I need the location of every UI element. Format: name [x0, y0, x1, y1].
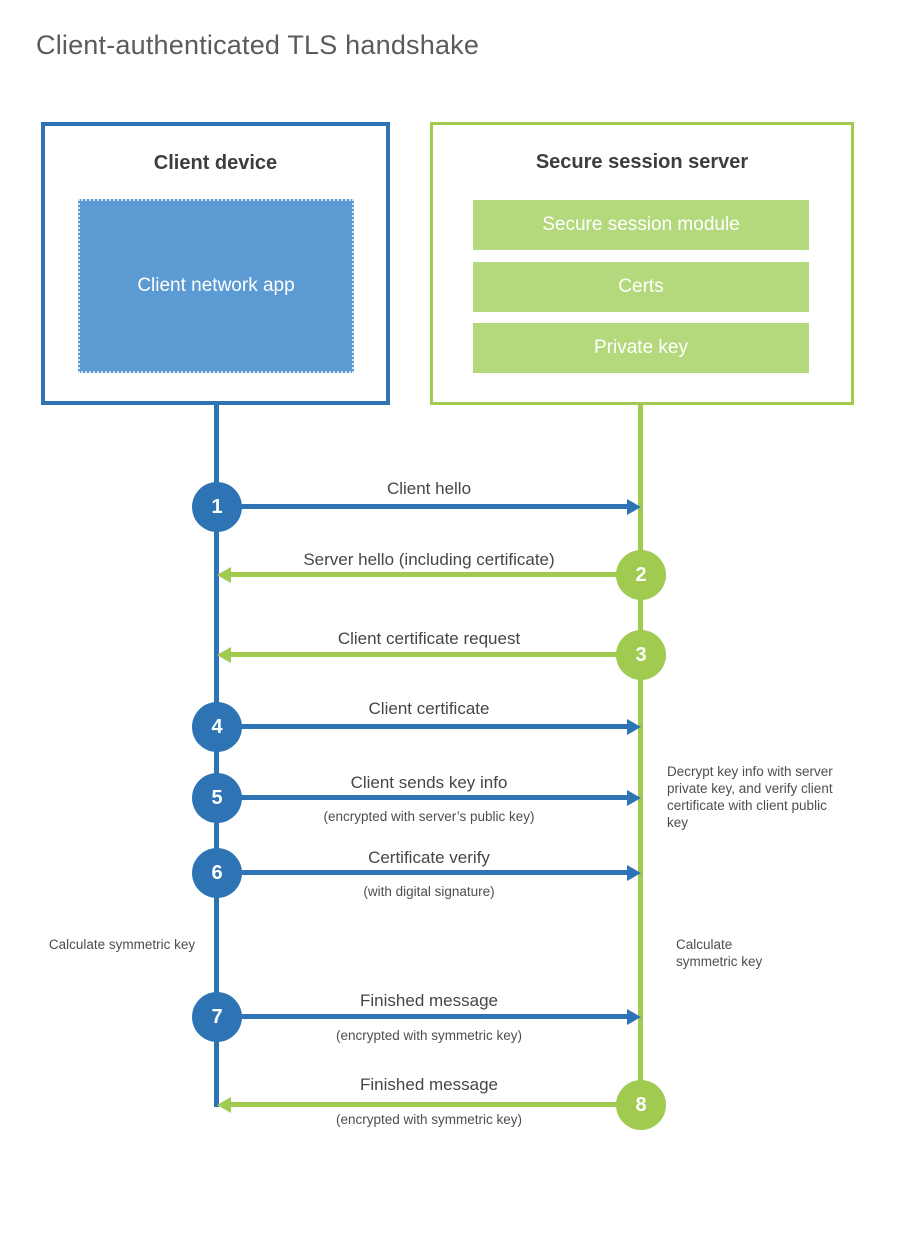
step-1-label: Client hello	[386, 479, 472, 498]
step-8-label: Finished message	[360, 1075, 498, 1094]
server-module-certs: Certs	[473, 262, 809, 312]
step-1-badge: 1	[192, 482, 242, 532]
step-4-badge: 4	[192, 702, 242, 752]
client-device-title: Client device	[153, 152, 278, 174]
step-2-label: Server hello (including certificate)	[303, 550, 555, 569]
server-module-secure-session: Secure session module	[473, 200, 809, 250]
step-5-sublabel: (encrypted with server’s public key)	[323, 809, 535, 824]
step-2-arrowhead-left-icon	[217, 567, 231, 583]
step-1-arrow-line	[217, 504, 628, 509]
step-2-badge: 2	[616, 550, 666, 600]
server-calculate-symmetric-key-note: Calculate symmetric key	[676, 937, 763, 969]
step-5-arrowhead-right-icon	[627, 790, 641, 806]
step-8-arrowhead-left-icon	[217, 1097, 231, 1113]
step-4-label: Client certificate	[368, 699, 490, 718]
client-network-app-module: Client network app	[78, 199, 354, 373]
step-6-badge: 6	[192, 848, 242, 898]
step-3-arrow-line	[231, 652, 641, 657]
server-decrypt-note: Decrypt key info with server private key…	[667, 764, 833, 830]
step-1-arrowhead-right-icon	[627, 499, 641, 515]
step-7-badge: 7	[192, 992, 242, 1042]
client-network-app-label: Client network app	[137, 275, 295, 296]
step-7-arrowhead-right-icon	[627, 1009, 641, 1025]
step-3-label: Client certificate request	[337, 629, 521, 648]
step-5-arrow-line	[217, 795, 628, 800]
step-8-arrow-line	[231, 1102, 641, 1107]
step-2-arrow-line	[231, 572, 641, 577]
client-lifeline	[214, 403, 219, 1107]
page-title: Client-authenticated TLS handshake	[36, 30, 480, 60]
client-calculate-symmetric-key-note: Calculate symmetric key	[48, 937, 196, 952]
step-6-label: Certificate verify	[368, 848, 490, 867]
step-3-badge: 3	[616, 630, 666, 680]
step-8-badge: 8	[616, 1080, 666, 1130]
step-3-arrowhead-left-icon	[217, 647, 231, 663]
step-6-sublabel: (with digital signature)	[363, 884, 495, 899]
step-6-arrowhead-right-icon	[627, 865, 641, 881]
step-4-arrowhead-right-icon	[627, 719, 641, 735]
step-6-arrow-line	[217, 870, 628, 875]
step-5-badge: 5	[192, 773, 242, 823]
step-7-arrow-line	[217, 1014, 628, 1019]
step-4-arrow-line	[217, 724, 628, 729]
step-7-label: Finished message	[360, 991, 498, 1010]
step-5-label: Client sends key info	[350, 773, 508, 792]
step-7-sublabel: (encrypted with symmetric key)	[335, 1028, 523, 1043]
step-8-sublabel: (encrypted with symmetric key)	[335, 1112, 523, 1127]
server-module-private-key: Private key	[473, 323, 809, 373]
server-lifeline	[638, 403, 643, 1105]
secure-session-server-title: Secure session server	[535, 151, 749, 173]
